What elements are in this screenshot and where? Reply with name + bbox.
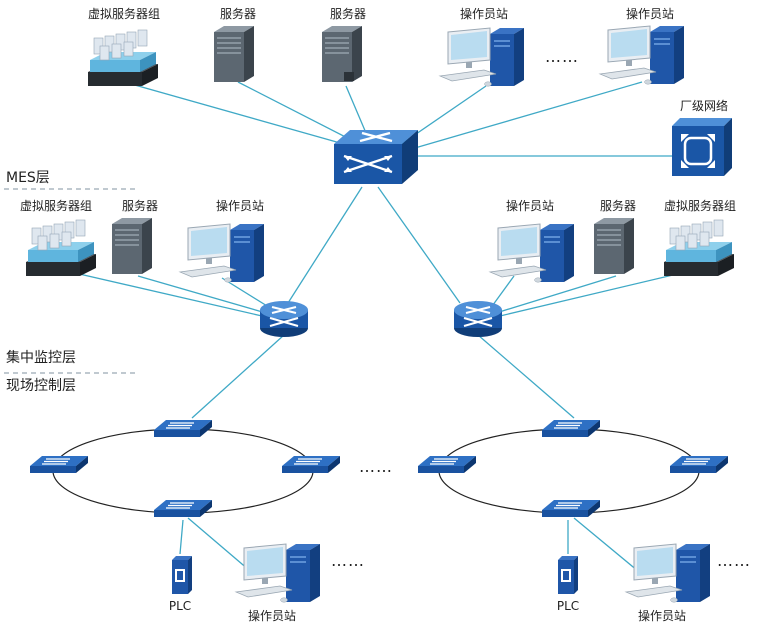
- top-server1-label: 服务器: [220, 6, 256, 21]
- left-vserver-label: 虚拟服务器组: [20, 198, 92, 213]
- right-vserver-label: 虚拟服务器组: [664, 198, 736, 213]
- right-op-label: 操作员站: [506, 198, 554, 213]
- top-server2-label: 服务器: [330, 6, 366, 21]
- right-bottom-ellipsis: ……: [717, 551, 751, 570]
- core-switch-icon: [332, 128, 420, 186]
- network-links: [61, 81, 695, 577]
- left-bottom-workstation-icon: [235, 543, 321, 603]
- left-ring-switch-top-icon: [153, 419, 213, 438]
- right-ring-switch-right-icon: [669, 455, 729, 474]
- left-ring-switch-bottom-icon: [153, 499, 213, 518]
- top-op2-label: 操作员站: [626, 6, 674, 21]
- left-bottom-op-label: 操作员站: [248, 608, 296, 623]
- factory-network-label: 厂级网络: [680, 98, 728, 113]
- right-ring-switch-left-icon: [417, 455, 477, 474]
- left-server-label: 服务器: [122, 198, 158, 213]
- right-bottom-op-label: 操作员站: [638, 608, 686, 623]
- right-bottom-workstation-icon: [625, 543, 711, 603]
- left-plc-icon: [172, 556, 192, 594]
- top-server-2-icon: [322, 26, 362, 82]
- top-workstation-2-icon: [599, 25, 685, 85]
- field-layer-label: 现场控制层: [6, 378, 76, 394]
- left-ring-switch-right-icon: [281, 455, 341, 474]
- left-op-label: 操作员站: [216, 198, 264, 213]
- top-ellipsis: ……: [545, 47, 579, 66]
- top-op1-label: 操作员站: [460, 6, 508, 21]
- right-virtual-server-cluster-icon: [663, 219, 735, 277]
- right-ring-switch-top-icon: [541, 419, 601, 438]
- left-virtual-server-cluster-icon: [25, 219, 97, 277]
- right-plc-icon: [558, 556, 578, 594]
- top-workstation-1-icon: [439, 27, 525, 87]
- right-router-icon: [453, 300, 503, 338]
- mes-layer-label: MES层: [6, 170, 50, 186]
- right-server-label: 服务器: [600, 198, 636, 213]
- top-virtual-server-cluster-icon: [87, 29, 159, 87]
- mid-ellipsis: ……: [359, 457, 393, 476]
- left-ring-switch-left-icon: [29, 455, 89, 474]
- left-bottom-ellipsis: ……: [331, 551, 365, 570]
- right-server-icon: [594, 218, 634, 274]
- left-router-icon: [259, 300, 309, 338]
- right-plc-label: PLC: [557, 599, 579, 613]
- right-ring-switch-bottom-icon: [541, 499, 601, 518]
- left-server-icon: [112, 218, 152, 274]
- left-workstation-icon: [179, 223, 265, 283]
- left-plc-label: PLC: [169, 599, 191, 613]
- top-vserver-label: 虚拟服务器组: [88, 6, 160, 21]
- factory-network-icon: [670, 116, 734, 178]
- right-workstation-icon: [489, 223, 575, 283]
- central-layer-label: 集中监控层: [6, 349, 76, 366]
- top-server-1-icon: [214, 26, 254, 82]
